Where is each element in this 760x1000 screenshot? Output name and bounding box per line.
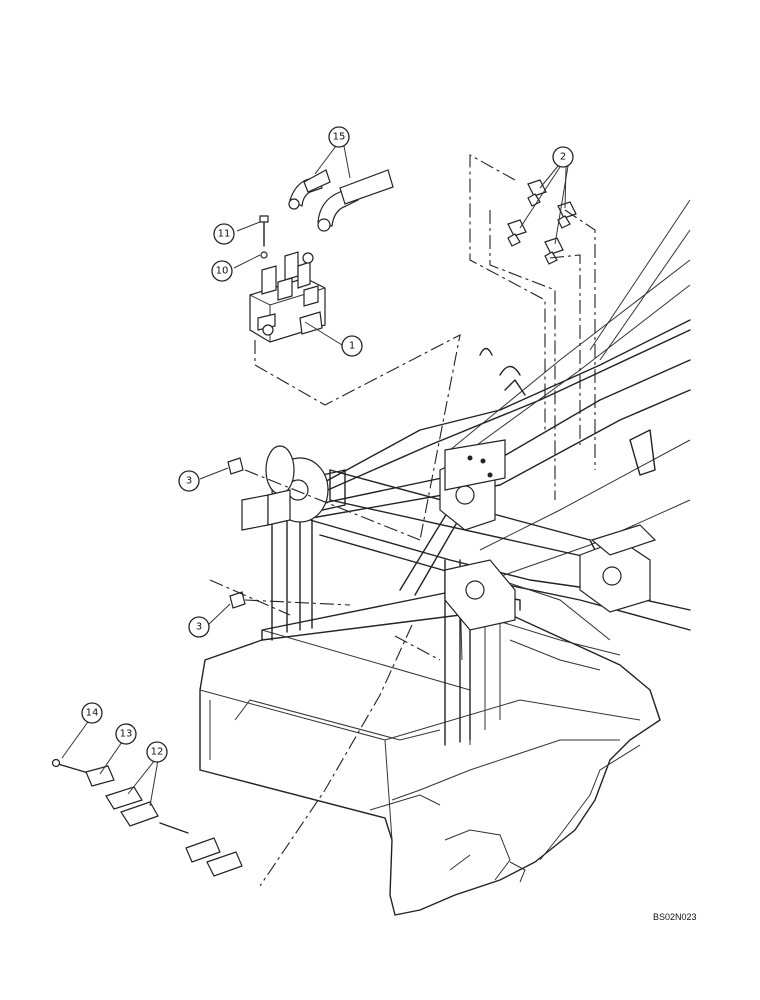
callout-11-label: 11 bbox=[218, 229, 231, 240]
callout-14-label: 14 bbox=[86, 708, 99, 719]
callout-12-label: 12 bbox=[151, 747, 164, 758]
callout-10-label: 10 bbox=[216, 266, 229, 277]
callout-14: 14 bbox=[81, 702, 103, 724]
bolt-washer bbox=[259, 215, 269, 259]
hose-fittings bbox=[288, 169, 394, 232]
clamp-kit bbox=[51, 758, 243, 877]
callout-10: 10 bbox=[211, 260, 233, 282]
valve-block bbox=[249, 251, 326, 343]
leader-lines bbox=[209, 154, 596, 887]
callout-2-label: 2 bbox=[560, 152, 566, 163]
fitting-connectors bbox=[227, 457, 246, 609]
elbow-fittings bbox=[507, 179, 577, 265]
callout-13-label: 13 bbox=[120, 729, 133, 740]
mast-uprights bbox=[271, 514, 501, 746]
callout-leaders bbox=[61, 145, 569, 807]
callout-2: 2 bbox=[552, 146, 574, 168]
pivot-brackets bbox=[241, 347, 657, 631]
callout-1-label: 1 bbox=[349, 341, 355, 352]
callout-3a-label: 3 bbox=[186, 476, 192, 487]
callout-3a: 3 bbox=[178, 470, 200, 492]
callout-15-label: 15 bbox=[333, 132, 346, 143]
callout-3b: 3 bbox=[188, 616, 210, 638]
callout-12: 12 bbox=[146, 741, 168, 763]
callout-13: 13 bbox=[115, 723, 137, 745]
drawing-code: BS02N023 bbox=[653, 912, 697, 922]
callout-1: 1 bbox=[341, 335, 363, 357]
callout-3b-label: 3 bbox=[196, 622, 202, 633]
callout-11: 11 bbox=[213, 223, 235, 245]
callout-15: 15 bbox=[328, 126, 350, 148]
counterweight-frame bbox=[199, 589, 661, 916]
